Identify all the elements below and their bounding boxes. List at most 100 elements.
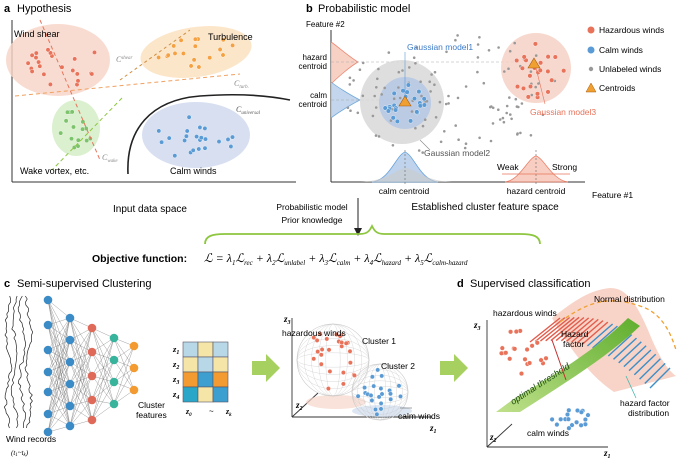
wind-signal	[24, 295, 34, 429]
d-hazard-point	[534, 340, 540, 346]
unlabeled-point	[398, 96, 402, 100]
cluster2-point	[379, 373, 385, 379]
panel-c: c Semi-supervised Clustering Wind record…	[3, 278, 440, 458]
hazard-factor-label-1: Hazard	[561, 329, 589, 339]
unlabeled-point	[463, 146, 467, 150]
unlabeled-point	[508, 49, 512, 53]
unlabeled-point	[387, 51, 391, 54]
wind-shear-point	[37, 63, 43, 69]
turbulence-point	[191, 57, 197, 63]
cluster1-point	[314, 337, 320, 343]
hatch-line	[560, 317, 590, 342]
calm-point	[405, 82, 411, 88]
network-edge	[91, 337, 115, 353]
network-nodes	[43, 295, 139, 437]
unlabeled-point	[490, 105, 493, 108]
calm-point	[416, 89, 422, 95]
network-edge	[47, 383, 71, 415]
panel-c-title: Semi-supervised Clustering	[17, 278, 152, 290]
matrix-cell	[212, 371, 229, 388]
calm-winds-point	[184, 128, 190, 134]
unlabeled-point	[377, 135, 381, 138]
network-edge	[69, 327, 93, 363]
hazard-point	[532, 41, 538, 47]
unlabeled-point	[397, 70, 401, 74]
unlabeled-point	[530, 93, 534, 97]
panel-c-letter: c	[4, 278, 10, 290]
c-shear-boundary	[39, 19, 101, 161]
unlabeled-point	[476, 43, 480, 46]
unlabeled-point	[421, 151, 425, 154]
unlabeled-point	[491, 122, 495, 125]
legend-calm-swatch	[587, 46, 595, 54]
network-edge	[91, 337, 115, 377]
d-hazardous-winds-label: hazardous winds	[493, 308, 557, 318]
c-z1-label: z1	[429, 423, 437, 435]
hatch-line	[639, 358, 661, 380]
c-universal-label: Cuniversal	[236, 105, 261, 116]
gaussian-model2-label: Gaussian model2	[424, 148, 490, 158]
turbulence-point	[178, 37, 184, 43]
network-edge	[69, 339, 93, 377]
unlabeled-point	[401, 69, 404, 72]
hazard-point	[514, 58, 520, 64]
calm-point	[412, 96, 418, 102]
cluster1-point	[340, 370, 346, 375]
calm-winds-point	[182, 138, 188, 143]
cluster2-point	[371, 383, 377, 389]
d-hazard-point	[507, 356, 513, 362]
matrix-cell	[212, 356, 229, 373]
gaussian-model3-label: Gaussian model3	[530, 107, 596, 117]
hazard-centroid-x-label: hazard centroid	[507, 186, 566, 196]
cluster1-point	[339, 340, 345, 345]
unlabeled-point	[348, 83, 352, 86]
objective-brace	[204, 223, 541, 245]
legend-centroid-label: Centroids	[599, 83, 635, 93]
calm-point	[417, 103, 423, 109]
unlabeled-point	[428, 80, 432, 83]
d-hazard-points	[499, 328, 549, 377]
network-edge	[91, 359, 115, 421]
wind-shear-point	[29, 52, 35, 58]
network-edge	[69, 339, 93, 401]
calm-point	[404, 89, 410, 95]
hazard-point	[545, 68, 551, 74]
unlabeled-point	[501, 116, 505, 120]
wind-shear-point	[48, 82, 53, 87]
d-z2-label: z2	[489, 432, 497, 444]
hazard-density-y	[330, 41, 359, 85]
calm-point	[408, 118, 414, 124]
network-edge	[69, 327, 93, 427]
unlabeled-point	[505, 111, 509, 115]
hatch-line	[607, 334, 633, 357]
gm3-leader	[535, 67, 546, 105]
turbulence-points	[156, 36, 236, 70]
cluster2-point	[362, 385, 367, 390]
unlabeled-point	[529, 70, 533, 73]
cluster1-wire-lat	[296, 345, 370, 375]
hazard-point	[528, 83, 534, 89]
legend-calm-label: Calm winds	[599, 45, 643, 55]
unlabeled-point	[443, 130, 446, 133]
matrix-cell	[212, 341, 229, 358]
unlabeled-point	[425, 99, 429, 103]
cluster2-point	[375, 367, 381, 373]
hazard-point	[537, 67, 543, 73]
unlabeled-point	[464, 142, 468, 145]
calm-point	[400, 88, 406, 94]
hatch-line	[550, 316, 580, 342]
wake-vortex-point	[65, 109, 70, 115]
arrow-label-2: Prior knowledge	[282, 215, 343, 225]
network-edge	[91, 359, 115, 377]
wake-vortex-label: Wake vortex, etc.	[20, 166, 89, 176]
unlabeled-point	[415, 46, 418, 49]
calm-winds-point	[172, 153, 178, 159]
network-edge	[47, 299, 71, 363]
tilde-label: ~	[209, 407, 214, 416]
panel-a: a Hypothesis Wind shear Turbulence Wake …	[4, 3, 296, 215]
c-wake-boundary	[51, 97, 123, 171]
hazard-point	[525, 94, 531, 100]
network-edge	[47, 299, 71, 407]
network-edge	[69, 351, 93, 385]
network-edge	[47, 383, 71, 433]
